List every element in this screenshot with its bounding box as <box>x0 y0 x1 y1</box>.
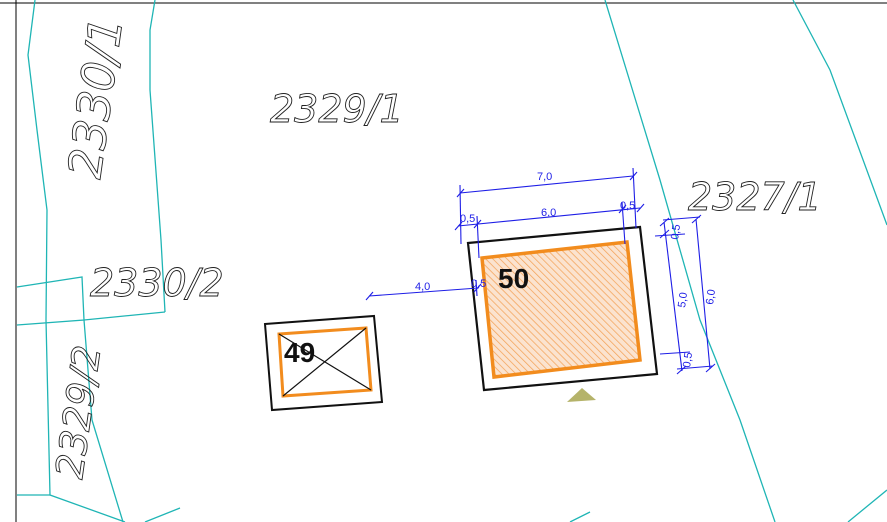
building-50-footprint <box>480 240 642 379</box>
parcel-line <box>83 319 124 522</box>
parcel-line <box>83 311 166 321</box>
triangle-marker-icon <box>567 388 596 402</box>
dimension-7-0: 7,0 <box>537 171 552 183</box>
dimension-lines <box>365 167 716 375</box>
dimension-0-5-right: 0,5 <box>620 200 635 212</box>
dimension-0-5-vertical-bottom: 0,5 <box>681 352 695 369</box>
dimension-0-5-mid: 0,5 <box>471 278 486 290</box>
parcel-line <box>604 0 776 522</box>
building-number-50: 50 <box>498 263 529 294</box>
parcel-label-2330-2: 2330/2 <box>90 261 224 305</box>
dimension-0-5-left: 0,5 <box>460 213 475 225</box>
dimension-0-5-vertical-top: 0,5 <box>669 224 683 241</box>
dimension-6-0-side: 6,0 <box>704 289 718 306</box>
parcel-line <box>792 0 887 226</box>
parcel-line <box>16 276 85 326</box>
parcel-label-2329-1: 2329/1 <box>270 87 404 131</box>
parcel-label-2330-1: 2330/1 <box>57 14 133 182</box>
parcel-line <box>847 489 887 522</box>
dimension-6-0-top: 6,0 <box>541 207 556 219</box>
building-50[interactable]: 50 <box>466 225 659 392</box>
parcel-line <box>569 511 591 522</box>
building-number-49: 49 <box>284 337 315 368</box>
dimension-4-0: 4,0 <box>415 281 430 293</box>
parcel-line <box>144 507 181 522</box>
dimension-5-0: 5,0 <box>676 292 690 309</box>
dimension-labels: 7,0 0,5 6,0 0,5 4,0 0,5 0,5 5,0 6,0 0,5 <box>415 171 718 368</box>
parcel-labels: 2330/1 2329/1 2327/1 2330/2 2329/2 <box>47 13 822 482</box>
parcel-line <box>149 0 166 313</box>
parcel-label-2329-2: 2329/2 <box>47 343 109 482</box>
building-49[interactable]: 49 <box>263 314 384 412</box>
parcel-boundaries <box>16 0 887 522</box>
x-cross-icon <box>282 327 367 397</box>
parcel-label-2327-1: 2327/1 <box>688 175 822 219</box>
